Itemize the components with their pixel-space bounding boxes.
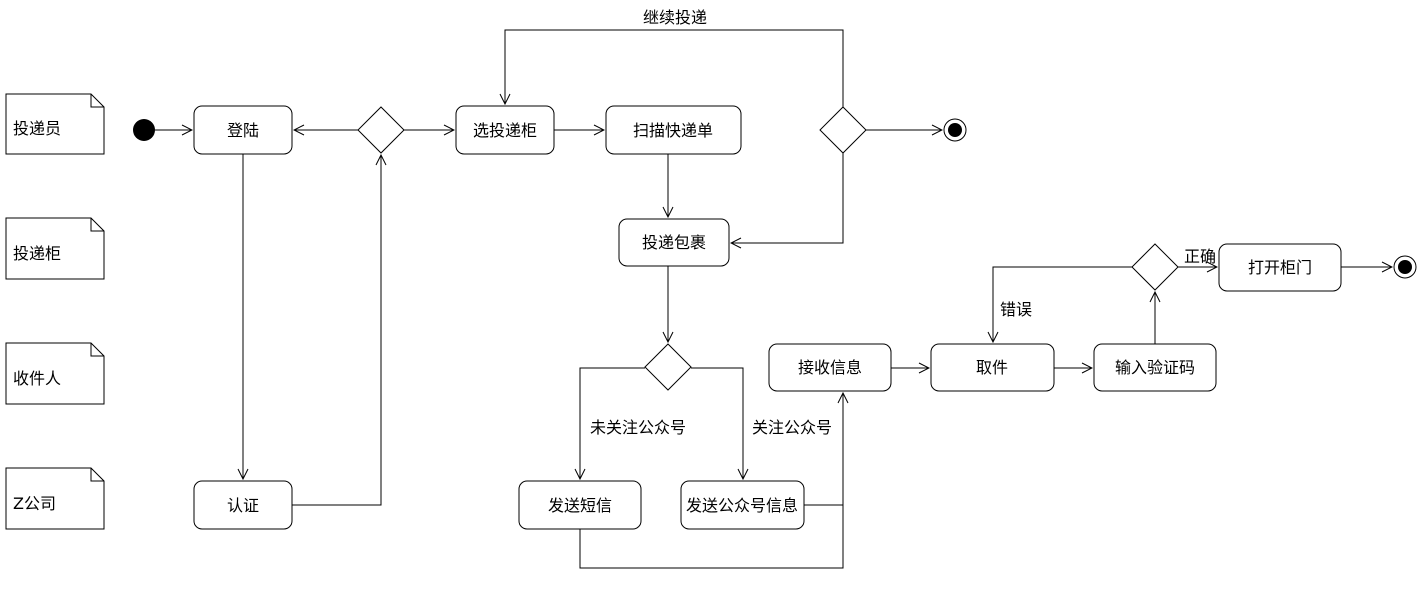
activity-login-label: 登陆 bbox=[227, 121, 259, 140]
activity-auth: 认证 bbox=[193, 480, 293, 530]
activity-pickup: 取件 bbox=[930, 343, 1055, 392]
actor-company-label: Z公司 bbox=[13, 494, 56, 513]
actor-recipient: 收件人 bbox=[5, 342, 105, 405]
activity-send-official-msg-label: 发送公众号信息 bbox=[686, 496, 798, 515]
label-correct: 正确 bbox=[1184, 247, 1216, 266]
activity-select-locker-label: 选投递柜 bbox=[473, 121, 537, 140]
label-not-following: 未关注公众号 bbox=[590, 418, 686, 437]
edge-wrong bbox=[993, 266, 1132, 342]
actor-company: Z公司 bbox=[5, 467, 105, 530]
activity-send-sms: 发送短信 bbox=[518, 480, 642, 530]
actor-locker: 投递柜 bbox=[5, 217, 105, 280]
actor-courier-label: 投递员 bbox=[13, 119, 61, 138]
activity-login: 登陆 bbox=[193, 105, 293, 155]
activity-scan-waybill: 扫描快递单 bbox=[605, 105, 742, 155]
activity-receive-info: 接收信息 bbox=[768, 343, 892, 392]
activity-send-sms-label: 发送短信 bbox=[548, 496, 612, 515]
edge-continue-delivery bbox=[505, 29, 844, 107]
decision-continue bbox=[819, 106, 867, 154]
activity-open-door: 打开柜门 bbox=[1218, 243, 1342, 292]
activity-select-locker: 选投递柜 bbox=[455, 105, 555, 155]
edge-to-sms bbox=[580, 367, 645, 479]
end-node-courier bbox=[943, 118, 967, 142]
activity-enter-code-label: 输入验证码 bbox=[1115, 358, 1195, 377]
label-wrong: 错误 bbox=[1000, 300, 1032, 319]
activity-enter-code: 输入验证码 bbox=[1093, 343, 1217, 392]
start-node bbox=[133, 119, 155, 141]
decision-follow bbox=[644, 343, 692, 391]
activity-scan-waybill-label: 扫描快递单 bbox=[633, 121, 713, 140]
label-following: 关注公众号 bbox=[752, 418, 832, 437]
decision-auth bbox=[357, 106, 405, 154]
edge-to-official bbox=[691, 367, 743, 479]
activity-deliver-package: 投递包裹 bbox=[618, 218, 730, 267]
activity-open-door-label: 打开柜门 bbox=[1248, 258, 1312, 277]
edge-sms-receive bbox=[579, 393, 843, 569]
activity-receive-info-label: 接收信息 bbox=[798, 358, 862, 377]
activity-deliver-package-label: 投递包裹 bbox=[642, 233, 706, 252]
decision-code bbox=[1131, 243, 1179, 291]
activity-pickup-label: 取件 bbox=[976, 358, 1008, 377]
edge-auth-decision bbox=[292, 155, 381, 506]
activity-auth-label: 认证 bbox=[227, 496, 259, 515]
actor-recipient-label: 收件人 bbox=[13, 369, 61, 388]
edge-to-deliver bbox=[731, 153, 844, 243]
label-continue-delivery: 继续投递 bbox=[643, 8, 707, 27]
actor-courier: 投递员 bbox=[5, 93, 105, 155]
actor-locker-label: 投递柜 bbox=[13, 244, 61, 263]
activity-send-official-msg: 发送公众号信息 bbox=[680, 480, 805, 530]
end-node-recipient bbox=[1393, 255, 1417, 279]
